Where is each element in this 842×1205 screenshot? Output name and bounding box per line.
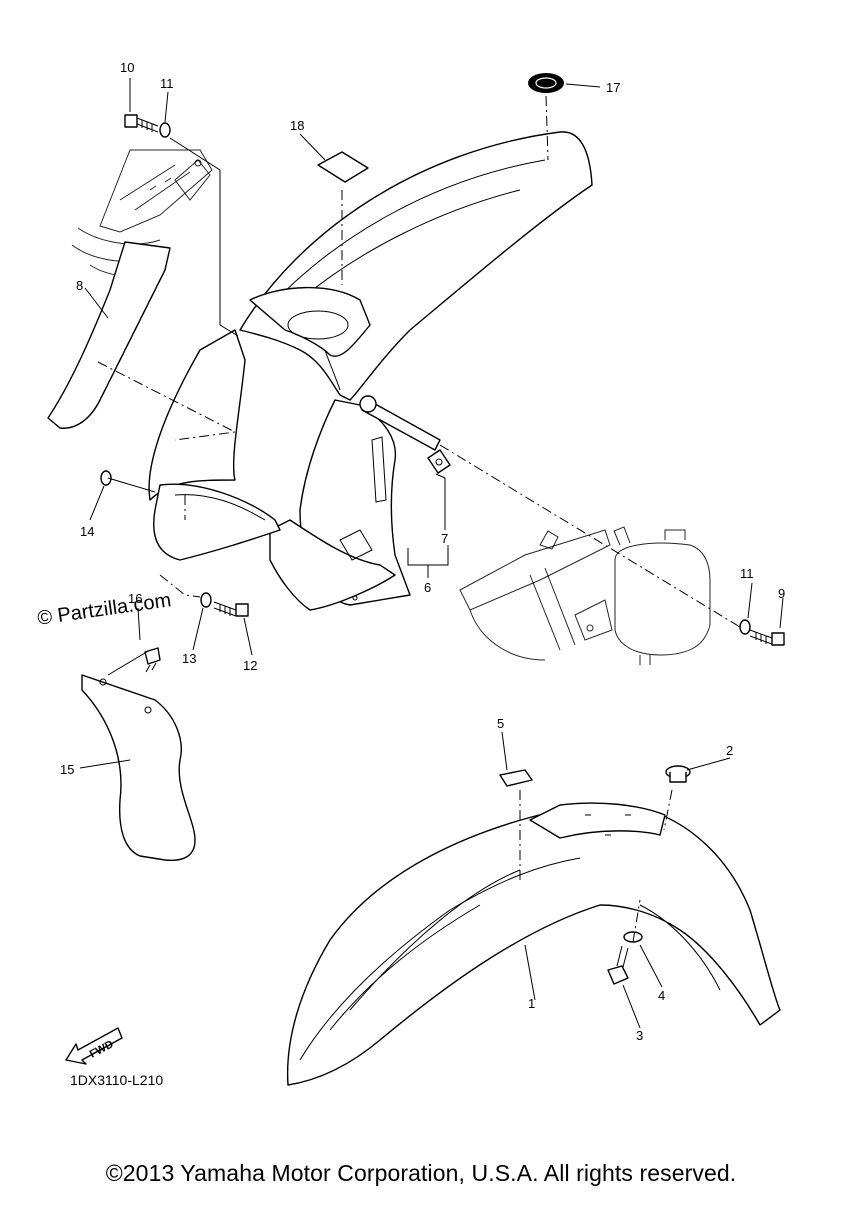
fwd-arrow-icon: FWD — [62, 1020, 124, 1066]
part-11-washer-top — [159, 122, 171, 138]
callout-17: 17 — [606, 80, 620, 95]
callout-10: 10 — [120, 60, 134, 75]
axle-shaft — [359, 395, 441, 451]
rear-fender — [239, 131, 593, 401]
callout-14: 14 — [80, 524, 94, 539]
callout-11-right: 11 — [740, 566, 754, 581]
callout-15: 15 — [60, 762, 74, 777]
part-13-washer — [200, 592, 212, 608]
part-12-bolt — [213, 601, 249, 617]
part-14-washer — [100, 470, 112, 486]
part-17-emblem — [528, 73, 564, 93]
tank-sketch — [613, 526, 711, 665]
part-3-bolt — [607, 945, 629, 985]
callout-13: 13 — [182, 651, 196, 666]
callout-5: 5 — [497, 716, 504, 731]
callout-7: 7 — [441, 531, 448, 546]
callout-12: 12 — [243, 658, 257, 673]
callout-6: 6 — [424, 580, 431, 595]
part-18-label — [317, 151, 369, 183]
assembly-lines — [97, 95, 741, 943]
part-2-grommet — [665, 765, 691, 783]
part-7-clip — [427, 449, 451, 474]
callout-16: 16 — [128, 591, 142, 606]
callout-labels: 1 2 3 4 5 6 7 8 9 10 11 11 12 13 14 15 1… — [60, 60, 785, 1043]
diagram-code: 1DX3110-L210 — [70, 1072, 164, 1088]
part-10-bolt — [124, 114, 159, 133]
part-8-side-plate — [47, 241, 171, 429]
callout-1: 1 — [528, 996, 535, 1011]
callout-11-top: 11 — [160, 76, 174, 91]
callout-4: 4 — [658, 988, 665, 1003]
leader-lines — [79, 78, 784, 1029]
callout-2: 2 — [726, 743, 733, 758]
part-15-guard — [81, 674, 196, 862]
part-16-screw — [144, 647, 161, 673]
callout-3: 3 — [636, 1028, 643, 1043]
inner-fender — [269, 399, 411, 611]
callout-18: 18 — [290, 118, 304, 133]
copyright-notice: ©2013 Yamaha Motor Corporation, U.S.A. A… — [105, 1160, 737, 1186]
part-11-washer-right — [739, 619, 751, 635]
frame-sketch-right — [459, 529, 613, 661]
part-5-label — [499, 769, 533, 787]
callout-9: 9 — [778, 586, 785, 601]
callout-8: 8 — [76, 278, 83, 293]
front-fender — [286, 802, 781, 1086]
side-cover — [148, 329, 281, 561]
part-9-bolt — [749, 629, 785, 646]
